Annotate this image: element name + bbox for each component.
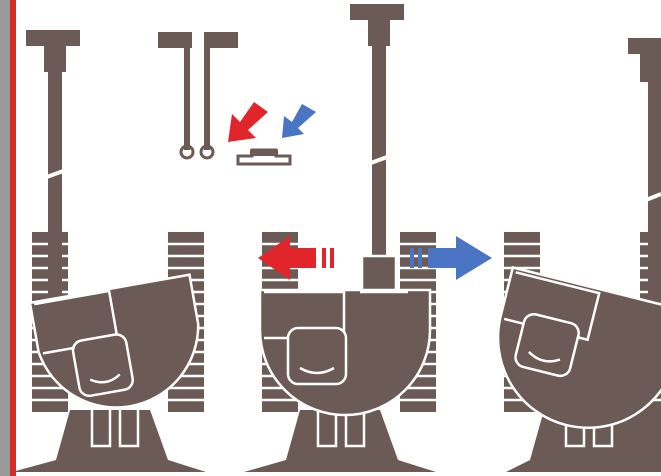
head-3	[496, 265, 661, 429]
left-border-gray	[0, 0, 10, 476]
base-2	[244, 410, 436, 472]
arrow-down-left-red-icon	[228, 102, 268, 142]
cylinder-pair-icon	[158, 32, 238, 160]
bucket-1	[71, 333, 134, 398]
machine-2	[244, 4, 492, 472]
bucket-2	[286, 326, 348, 386]
machine-3	[496, 38, 661, 472]
left-border-red	[10, 0, 16, 476]
parts-detail	[158, 32, 316, 166]
small-part-icon	[236, 148, 292, 166]
machine-1	[12, 30, 206, 472]
rod-3	[628, 38, 661, 300]
arrow-right-blue-icon	[410, 236, 492, 280]
rod-1	[26, 30, 80, 296]
arrow-left-red-icon	[258, 236, 334, 280]
arrow-down-left-blue-icon	[282, 104, 316, 138]
bucket-3	[514, 312, 580, 378]
rod-2	[350, 4, 404, 290]
